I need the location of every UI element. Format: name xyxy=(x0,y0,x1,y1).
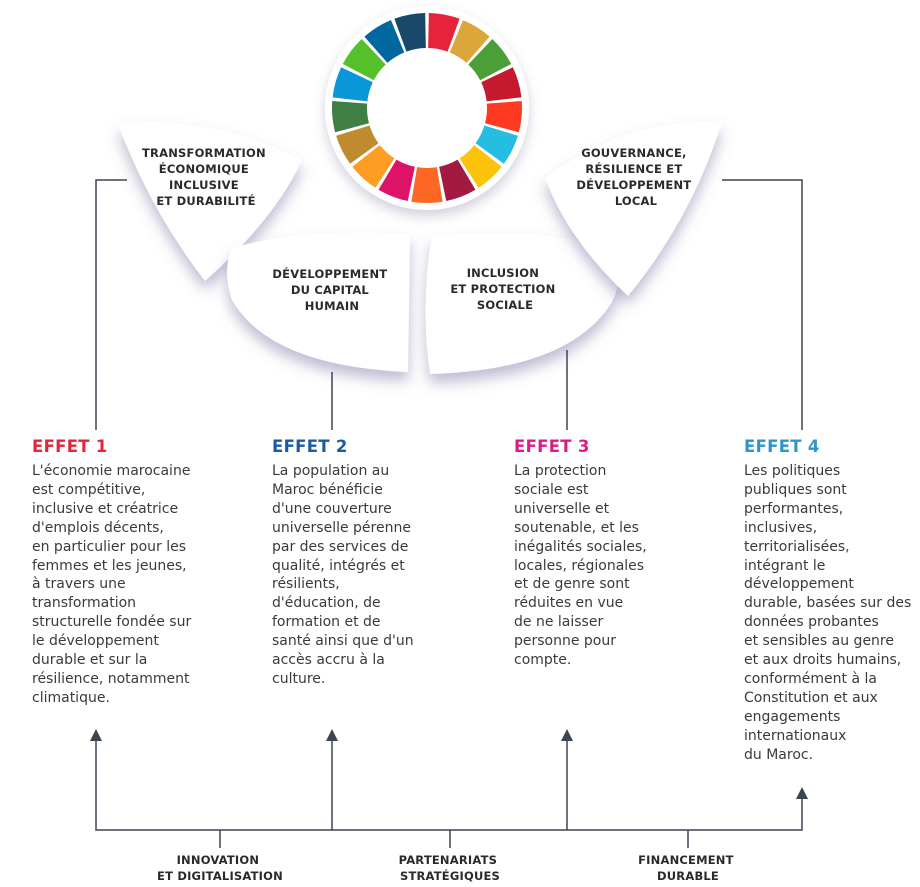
petal-1-shape xyxy=(118,122,302,281)
bottom-framework xyxy=(95,738,803,848)
petal-4-label: GOUVERNANCE, RÉSILIENCE ET DÉVELOPPEMENT… xyxy=(576,146,695,208)
petal-3-label: INCLUSION ET PROTECTION SOCIALE xyxy=(450,266,559,312)
sdg-wheel-segment-10 xyxy=(378,159,415,202)
effet-2-text: La population au Maroc bénéficie d'une c… xyxy=(272,463,414,687)
petal-1-label: TRANSFORMATION ÉCONOMIQUE INCLUSIVE ET D… xyxy=(142,146,270,208)
effet-2-block: EFFET 2 La population au Maroc bénéficie… xyxy=(272,437,482,689)
arrowhead-effet-1 xyxy=(90,729,102,741)
sdg-wheel-segment-17 xyxy=(394,13,426,52)
sdg-wheel-segment-1 xyxy=(428,13,460,52)
effet-4-title: EFFET 4 xyxy=(744,437,820,456)
bottom-label-financement: FINANCEMENT DURABLE xyxy=(638,853,738,883)
bottom-label-partenariats: PARTENARIATS STRATÉGIQUES xyxy=(399,853,502,883)
petal-3-shape xyxy=(425,233,620,374)
petal-protection-sociale xyxy=(425,233,620,374)
petal-gouvernance xyxy=(545,121,722,296)
sdg-wheel-segment-16 xyxy=(364,20,405,63)
effet-3-block: EFFET 3 La protection sociale est univer… xyxy=(514,437,724,670)
sdg-wheel-segment-2 xyxy=(449,20,490,63)
arrowhead-effet-3 xyxy=(561,729,573,741)
sdg-wheel-segments xyxy=(332,13,523,203)
bottom-baseline xyxy=(95,738,803,831)
petal-2-label: DÉVELOPPEMENT DU CAPITAL HUMAIN xyxy=(272,266,391,313)
petal-capital-humain xyxy=(227,232,410,372)
effet-4-block: EFFET 4 Les politiques publiques sont pe… xyxy=(744,437,920,765)
effet-1-block: EFFET 1 L'économie marocaine est compéti… xyxy=(32,437,242,708)
petal-4-shape xyxy=(545,121,722,296)
sdg-wheel-segment-3 xyxy=(468,39,512,81)
sdg-wheel-segment-15 xyxy=(342,39,386,81)
effet-4-text: Les politiques publiques sont performant… xyxy=(744,463,912,763)
arrowheads xyxy=(90,729,808,799)
petal-connectors xyxy=(95,179,803,430)
sdg-wheel-segment-11 xyxy=(352,145,395,188)
effet-1-title: EFFET 1 xyxy=(32,437,108,456)
sdg-wheel-segment-13 xyxy=(332,101,369,133)
connector-effet-4 xyxy=(722,179,803,430)
sdg-wheel-segment-12 xyxy=(336,125,379,164)
sdg-wheel-segment-5 xyxy=(485,101,523,133)
sdg-wheel-segment-9 xyxy=(411,167,443,203)
sdg-wheel-segment-8 xyxy=(439,159,476,202)
effet-3-text: La protection sociale est universelle et… xyxy=(514,463,647,669)
sdg-wheel-segment-14 xyxy=(332,67,373,102)
effet-3-title: EFFET 3 xyxy=(514,437,590,456)
sdg-wheel xyxy=(325,6,529,210)
sdg-wheel-center xyxy=(369,50,485,166)
connector-effet-1 xyxy=(95,179,127,430)
sdg-wheel-segment-7 xyxy=(459,145,502,188)
sdg-wheel-segment-6 xyxy=(475,125,518,164)
effet-1-text: L'économie marocaine est compétitive, in… xyxy=(32,463,192,706)
sdg-wheel-segment-4 xyxy=(481,67,522,102)
bottom-label-innovation: INNOVATION ET DIGITALISATION xyxy=(157,853,283,883)
arrowhead-effet-4 xyxy=(796,787,808,799)
petal-transformation-economique xyxy=(118,122,302,281)
petal-2-shape xyxy=(227,232,410,372)
effet-2-title: EFFET 2 xyxy=(272,437,348,456)
arrowhead-effet-2 xyxy=(326,729,338,741)
